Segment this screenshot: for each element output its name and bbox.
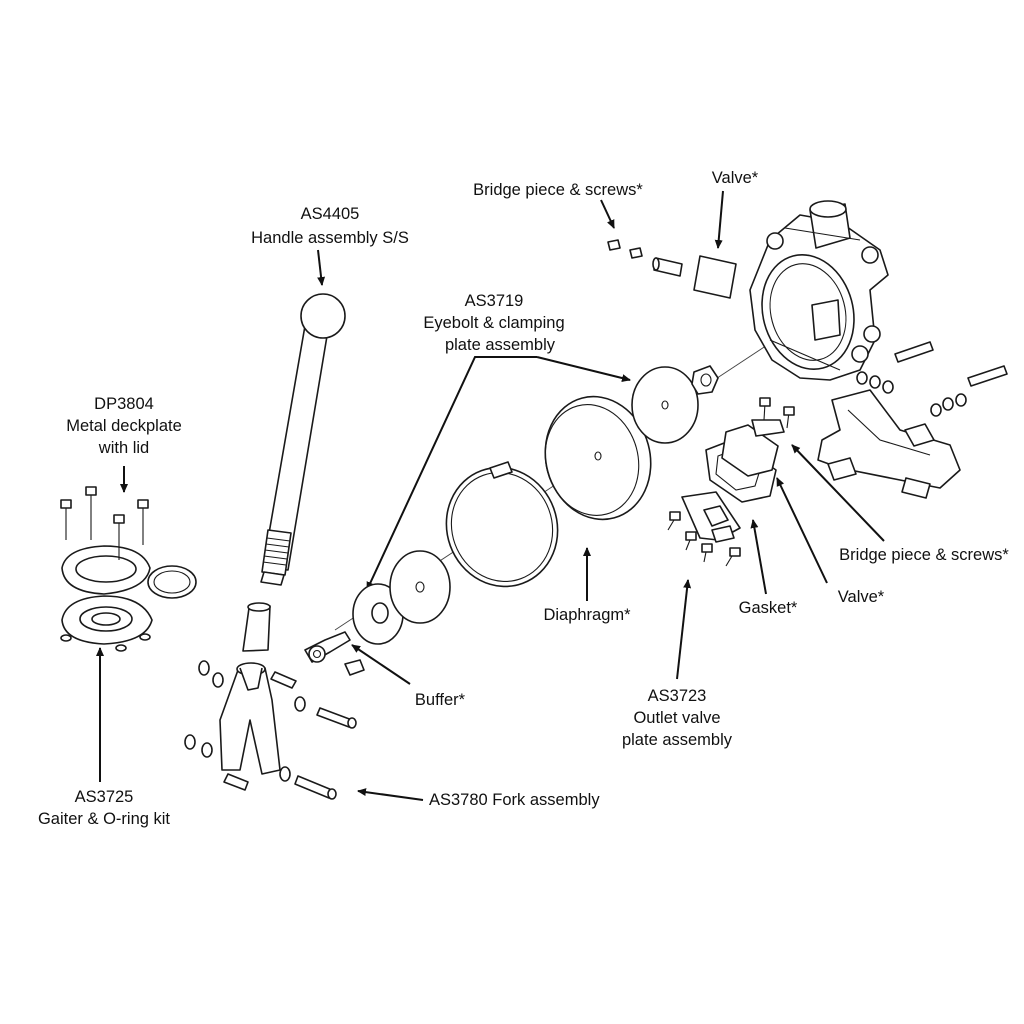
svg-text:AS3780 Fork assembly: AS3780 Fork assembly bbox=[429, 791, 600, 809]
label-valve-upper: Valve* bbox=[712, 169, 759, 187]
arrow-eyebolt-to-buffer-plate bbox=[366, 356, 537, 591]
label-buffer: Buffer* bbox=[415, 691, 466, 709]
svg-text:Valve*: Valve* bbox=[712, 169, 759, 187]
arrow-handle bbox=[317, 249, 326, 286]
svg-text:Handle assembly S/S: Handle assembly S/S bbox=[251, 229, 409, 247]
buffer-pad bbox=[344, 659, 365, 676]
svg-text:Metal deckplate: Metal deckplate bbox=[66, 417, 182, 435]
svg-text:with lid: with lid bbox=[98, 439, 149, 457]
diaphragm bbox=[544, 395, 652, 521]
svg-text:AS3723: AS3723 bbox=[648, 687, 707, 705]
metal-deckplate bbox=[60, 486, 197, 652]
lower-screws bbox=[667, 397, 795, 567]
label-valve-lower: Valve* bbox=[838, 588, 885, 606]
svg-text:Diaphragm*: Diaphragm* bbox=[543, 606, 631, 624]
svg-text:AS4405: AS4405 bbox=[301, 205, 360, 223]
label-bridge-upper: Bridge piece & screws* bbox=[473, 181, 643, 199]
leader-arrows bbox=[96, 190, 885, 801]
label-eyebolt: AS3719 Eyebolt & clamping plate assembly bbox=[423, 292, 564, 354]
arrow-fork bbox=[357, 788, 424, 801]
svg-text:Bridge piece & screws*: Bridge piece & screws* bbox=[839, 546, 1009, 564]
arrow-bridge-upper bbox=[600, 199, 615, 229]
fork-assembly bbox=[184, 660, 357, 800]
svg-text:Gaiter & O-ring kit: Gaiter & O-ring kit bbox=[38, 810, 170, 828]
svg-text:DP3804: DP3804 bbox=[94, 395, 154, 413]
buffer-eyebolt bbox=[304, 631, 365, 676]
svg-text:plate assembly: plate assembly bbox=[445, 336, 556, 354]
clamp-band bbox=[445, 461, 559, 588]
svg-text:Gasket*: Gasket* bbox=[739, 599, 798, 617]
label-bridge-lower: Bridge piece & screws* bbox=[839, 546, 1009, 564]
arrow-gasket bbox=[750, 519, 767, 595]
label-deckplate: DP3804 Metal deckplate with lid bbox=[66, 395, 182, 457]
pump-body bbox=[749, 200, 889, 381]
lower-valve bbox=[721, 424, 779, 477]
label-outlet-valve: AS3723 Outlet valve plate assembly bbox=[622, 687, 733, 749]
arrow-valve-lower bbox=[776, 477, 828, 584]
label-fork-assembly: AS3780 Fork assembly bbox=[429, 791, 600, 809]
svg-text:Bridge piece & screws*: Bridge piece & screws* bbox=[473, 181, 643, 199]
arrow-eyebolt-to-clamp bbox=[536, 356, 631, 382]
upper-bridge-screws bbox=[607, 239, 683, 277]
svg-text:AS3725: AS3725 bbox=[75, 788, 134, 806]
handle-assembly bbox=[242, 293, 346, 652]
svg-text:Outlet valve: Outlet valve bbox=[633, 709, 720, 727]
clamping-plate-rear bbox=[631, 366, 699, 444]
label-handle-assembly: AS4405 Handle assembly S/S bbox=[251, 205, 409, 247]
svg-text:Valve*: Valve* bbox=[838, 588, 885, 606]
handle-sleeve bbox=[242, 605, 271, 652]
arrow-outlet-valve bbox=[676, 579, 692, 680]
clamping-disc bbox=[389, 550, 451, 624]
axis-nut bbox=[691, 365, 719, 395]
upper-valve bbox=[693, 255, 737, 299]
label-gasket: Gasket* bbox=[739, 599, 798, 617]
svg-text:AS3719: AS3719 bbox=[465, 292, 524, 310]
svg-text:plate assembly: plate assembly bbox=[622, 731, 733, 749]
svg-text:Buffer*: Buffer* bbox=[415, 691, 466, 709]
label-diaphragm: Diaphragm* bbox=[543, 606, 631, 624]
lower-bridge-piece bbox=[751, 419, 785, 437]
arrow-buffer bbox=[351, 644, 411, 685]
label-gaiter-kit: AS3725 Gaiter & O-ring kit bbox=[38, 788, 170, 828]
outlet-valve-plate bbox=[681, 491, 741, 543]
handle-knob bbox=[300, 293, 346, 339]
svg-text:Eyebolt & clamping: Eyebolt & clamping bbox=[423, 314, 564, 332]
arrow-valve-upper bbox=[714, 190, 724, 249]
mounting-bracket bbox=[817, 341, 1008, 499]
arrow-bridge-lower bbox=[791, 444, 885, 542]
